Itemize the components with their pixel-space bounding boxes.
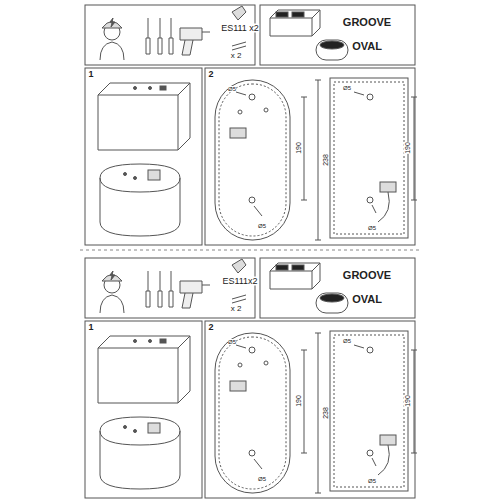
- dimension: 190: [295, 142, 302, 154]
- hole-diameter: Ø5: [258, 223, 266, 229]
- hole-diameter: Ø5: [228, 339, 236, 345]
- product-name: OVAL: [352, 294, 382, 305]
- lamp-spec: ES111x2: [222, 277, 257, 286]
- hole-diameter: Ø5: [258, 476, 266, 482]
- hole-diameter: Ø5: [343, 85, 351, 91]
- product-name: GROOVE: [343, 270, 391, 281]
- dimension: 190: [404, 142, 411, 154]
- hole-diameter: Ø5: [368, 225, 376, 231]
- lamp-spec: ES111 x2: [221, 24, 259, 33]
- dimension: 190: [404, 395, 411, 407]
- dimension: 238: [322, 407, 329, 419]
- hole-diameter: Ø5: [368, 478, 376, 484]
- screw-count: x 2: [231, 305, 242, 313]
- product-name: OVAL: [352, 41, 382, 52]
- step-number: 1: [88, 323, 93, 332]
- step-number: 1: [88, 70, 93, 79]
- dimension: 190: [295, 395, 302, 407]
- product-name: GROOVE: [343, 17, 391, 28]
- screw-count: x 2: [231, 52, 242, 60]
- hole-diameter: Ø5: [228, 86, 236, 92]
- hole-diameter: Ø5: [343, 338, 351, 344]
- step-number: 2: [208, 323, 213, 332]
- step-number: 2: [208, 70, 213, 79]
- dimension: 238: [322, 154, 329, 166]
